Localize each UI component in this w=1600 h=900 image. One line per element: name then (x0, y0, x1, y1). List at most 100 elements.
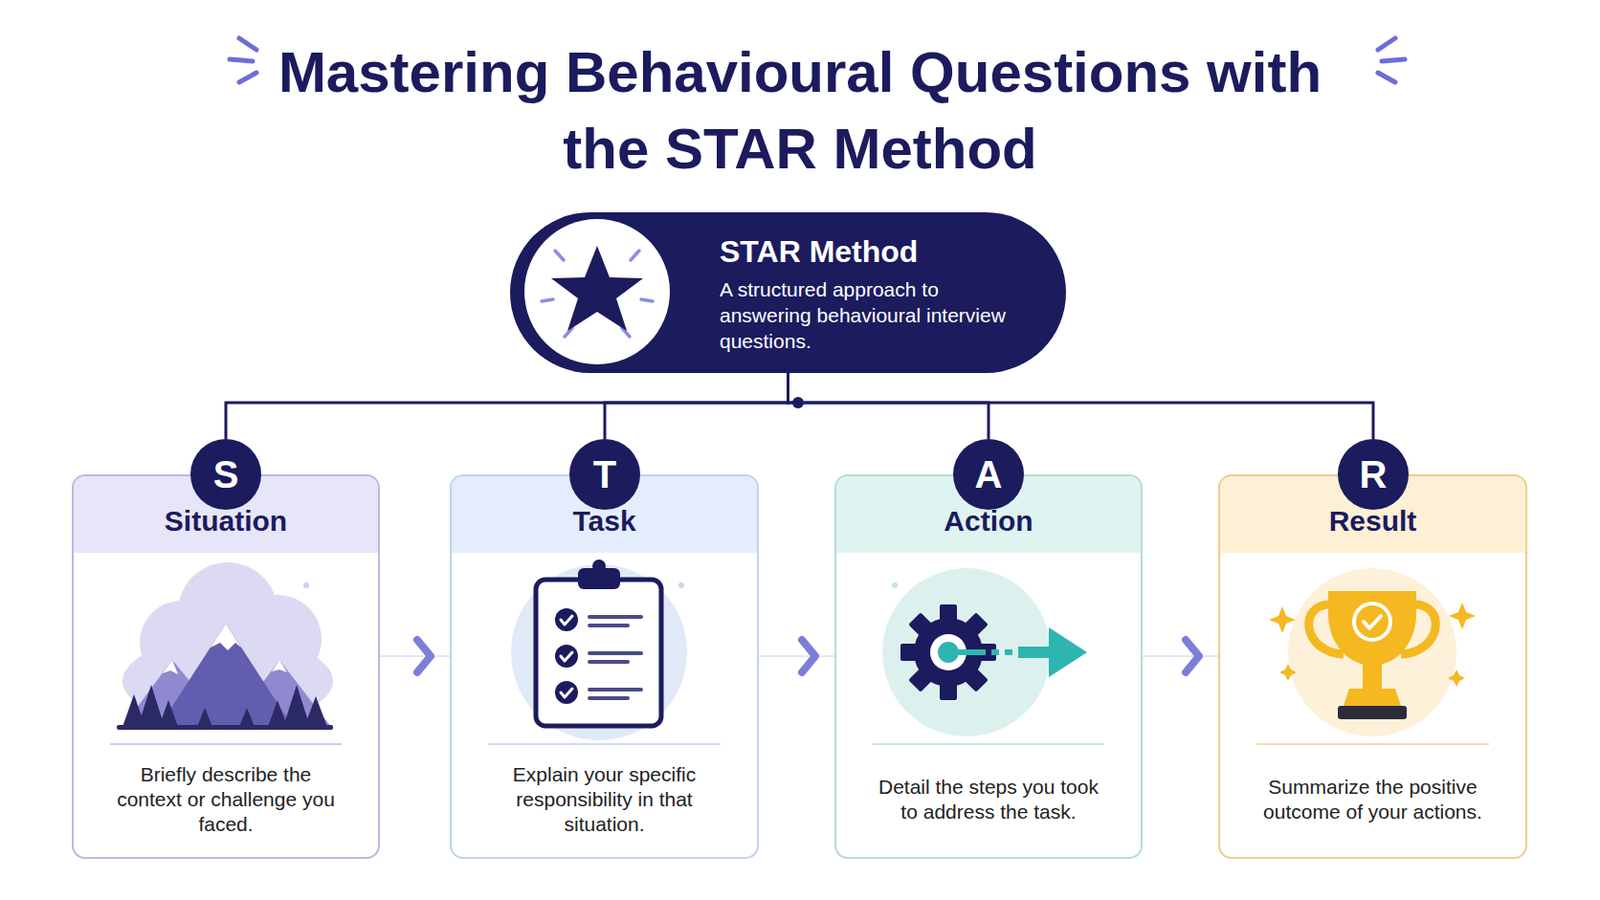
step-description: Detail the steps you took to address the… (868, 775, 1109, 825)
clipboard-icon (587, 696, 630, 701)
mountain-icon (158, 700, 178, 728)
flow-arrow (1142, 640, 1219, 673)
gear-icon (1004, 649, 1013, 656)
tree-connector (225, 373, 789, 440)
mountain-icon (210, 623, 242, 651)
mountain-icon (271, 660, 288, 673)
sparkle (229, 38, 1405, 83)
sparkle (229, 59, 253, 62)
step-letter: T (593, 453, 617, 496)
mountain-icon (158, 623, 293, 728)
clipboard-icon (560, 616, 573, 625)
mountain-icon (303, 582, 310, 589)
mountain-icon (137, 685, 165, 728)
chevron-arrowhead (1185, 640, 1200, 673)
connector-line (604, 373, 789, 440)
step-letter: A (975, 453, 1003, 496)
trophy-icon (1268, 606, 1296, 634)
mountain-icon (304, 696, 328, 728)
gear-icon (956, 649, 986, 656)
gear-icon (891, 582, 898, 589)
sparkle (239, 72, 257, 83)
gear-icon (1048, 627, 1088, 678)
clipboard-icon (555, 608, 578, 632)
clipboard-icon (587, 651, 644, 656)
star-icon (541, 299, 554, 302)
tree-connector (604, 373, 789, 440)
tree-connector (788, 373, 1375, 440)
connector-line (379, 655, 450, 658)
clipboard-icon (555, 681, 578, 705)
star-icon (551, 245, 644, 332)
mountain-icon (283, 685, 311, 728)
trophy-icon (1362, 664, 1382, 689)
chevron-arrowhead (417, 640, 431, 673)
gear-icon (991, 649, 1000, 656)
header-title: STAR Method (719, 232, 1067, 271)
divider-line (110, 743, 1489, 746)
gear-icon (900, 604, 997, 701)
sparkle (1381, 59, 1405, 62)
trophy-icon (1279, 664, 1297, 682)
flow-arrow (379, 640, 450, 673)
gear-icon (956, 627, 1088, 678)
title-area: Mastering Behavioural Questions with the… (0, 34, 1600, 188)
sparkle (1377, 72, 1396, 83)
mountain-icon (239, 708, 255, 728)
sparkle (1377, 38, 1396, 50)
step-letter: S (213, 453, 240, 496)
letter-badge: S (190, 439, 262, 511)
letter-badge: T (569, 439, 641, 511)
trophy-icon (1343, 688, 1401, 707)
divider-line (1256, 743, 1489, 746)
title: Mastering Behavioural Questions with the… (249, 34, 1351, 188)
mountain-icon (162, 660, 178, 675)
clipboard-icon (678, 582, 685, 589)
clipboard-icon (535, 579, 662, 727)
mountain-icon (116, 725, 334, 731)
trophy-icon (1447, 669, 1466, 688)
sparkle (239, 38, 257, 50)
clipboard-icon (560, 616, 573, 698)
step-letter: R (1359, 453, 1388, 496)
gear-icon (882, 568, 1088, 737)
clipboard-icon (587, 615, 644, 620)
trophy-icon (1448, 602, 1476, 630)
trophy-icon (1288, 568, 1457, 737)
step-description: Briefly describe the context or challeng… (106, 762, 346, 838)
gear-icon (937, 642, 959, 664)
trophy-icon (1337, 706, 1407, 720)
clipboard-icon (511, 559, 688, 741)
star-icon (641, 299, 653, 302)
mountain-icon (116, 685, 334, 731)
star-icon (524, 219, 670, 365)
tree-connector (788, 373, 990, 440)
letter-badge: R (1337, 439, 1409, 511)
header-description: A structured approach to answering behav… (719, 276, 1007, 355)
clipboard-icon (587, 623, 630, 628)
clipboard-icon (592, 559, 606, 574)
star-icon (524, 219, 670, 365)
flow-arrow (758, 640, 835, 673)
trophy-icon (1328, 591, 1417, 667)
chevron-arrowhead (801, 640, 816, 673)
mountain-icon (197, 708, 213, 728)
mountain-icon (267, 700, 288, 728)
connector-line (788, 373, 1375, 440)
connector-line (758, 655, 835, 658)
clipboard-icon (511, 564, 688, 741)
step-description: Explain your specific responsibility in … (485, 762, 725, 838)
clipboard-icon (587, 688, 644, 692)
clipboard-icon (555, 608, 578, 705)
letter-badge: A (953, 439, 1024, 511)
trophy-icon (1354, 603, 1391, 641)
connector-line (788, 373, 990, 440)
clipboard-icon (560, 652, 573, 662)
trophy-icon (1363, 616, 1381, 629)
divider-line (488, 743, 721, 746)
star-icon (555, 250, 564, 261)
connector-line (225, 373, 789, 440)
clipboard-icon (587, 615, 644, 701)
clipboard-icon (587, 660, 630, 665)
step-description: Summarize the positive outcome of your a… (1253, 775, 1493, 825)
